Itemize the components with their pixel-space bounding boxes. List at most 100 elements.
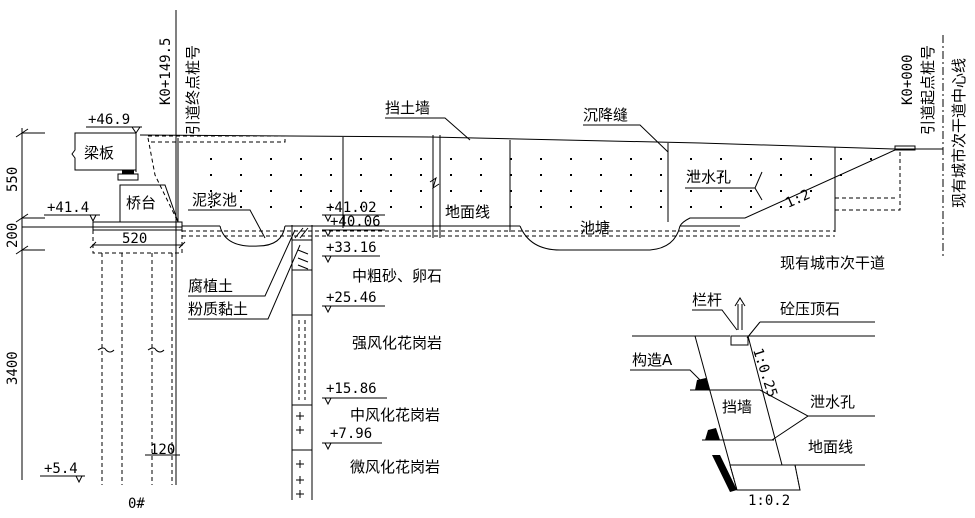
fill-dot xyxy=(630,174,632,176)
elevation-marker-icon xyxy=(131,126,141,134)
fill-dot xyxy=(540,174,542,176)
fill-dot xyxy=(240,206,242,208)
road-surface xyxy=(139,134,943,150)
fill-dot xyxy=(420,190,422,192)
fill-dot xyxy=(660,158,662,160)
fill-dot xyxy=(270,174,272,176)
fill-dot xyxy=(300,174,302,176)
fill-dot xyxy=(630,158,632,160)
fill-dot xyxy=(330,174,332,176)
detail-ground-line-label: 地面线 xyxy=(808,438,853,456)
end-station-name: 引道终点桩号 xyxy=(184,45,202,135)
end-station: K0+149.5 xyxy=(158,38,174,105)
fill-dot xyxy=(300,158,302,160)
fill-dot xyxy=(660,190,662,192)
elev-41-02: +41.02 xyxy=(326,200,377,216)
dim-550: 550 xyxy=(5,167,21,192)
fill-dot xyxy=(570,206,572,208)
fill-dot xyxy=(450,158,452,160)
fill-dot xyxy=(390,174,392,176)
fill-dot xyxy=(240,158,242,160)
fill-dot xyxy=(240,174,242,176)
fill-dot xyxy=(720,158,722,160)
fill-dot xyxy=(810,190,812,192)
fill-dot xyxy=(210,158,212,160)
fill-dot xyxy=(390,206,392,208)
fill-dot xyxy=(690,174,692,176)
sand-gravel-label: 中粗砂、卵石 xyxy=(352,267,442,285)
coping-label: 砼压顶石 xyxy=(780,300,840,318)
fill-dot xyxy=(360,190,362,192)
settlement-joint-label: 沉降缝 xyxy=(583,106,628,124)
fill-dot xyxy=(390,158,392,160)
fill-dot xyxy=(300,190,302,192)
elev-40-06: +40.06 xyxy=(330,214,381,230)
abutment-label: 桥台 xyxy=(126,194,156,212)
fill-dot xyxy=(540,206,542,208)
fill-dot xyxy=(630,206,632,208)
pond-label: 池塘 xyxy=(580,219,610,237)
fill-dot xyxy=(540,190,542,192)
slope-line xyxy=(679,149,896,227)
fill-dot xyxy=(360,174,362,176)
fill-dot xyxy=(420,158,422,160)
fill-dot xyxy=(810,174,812,176)
fill-dot xyxy=(270,206,272,208)
fill-dot xyxy=(600,158,602,160)
fill-dot xyxy=(870,158,872,160)
dim-120: 120 xyxy=(150,442,175,458)
pier-label: 0# xyxy=(128,496,145,512)
fill-dot xyxy=(690,158,692,160)
existing-road-label: 现有城市次干道 xyxy=(780,254,885,272)
elev-7-96: +7.96 xyxy=(330,426,372,442)
fill-dot xyxy=(600,174,602,176)
road-centerline-label: 现有城市次干道中心线 xyxy=(950,58,968,208)
fill-dot xyxy=(240,190,242,192)
fill-dot xyxy=(510,174,512,176)
ground-line-label: 地面线 xyxy=(445,203,490,221)
retaining-wall-label: 挡土墙 xyxy=(385,99,430,117)
start-station-name: 引道起点桩号 xyxy=(919,45,937,135)
detail-drain-hole-label: 泄水孔 xyxy=(810,393,855,411)
fill-dot xyxy=(720,190,722,192)
dim-520: 520 xyxy=(122,231,147,247)
fill-dot xyxy=(360,158,362,160)
fill-dot xyxy=(420,206,422,208)
fill-dot xyxy=(750,174,752,176)
mud-pit xyxy=(219,225,286,247)
mud-pit-label: 泥浆池 xyxy=(192,191,237,209)
fill-dot xyxy=(570,174,572,176)
retaining-wall-detail xyxy=(632,297,875,492)
fill-dot xyxy=(510,206,512,208)
fill-dot xyxy=(210,174,212,176)
railing-label: 栏杆 xyxy=(692,291,722,309)
slope-ratio: 1:2 xyxy=(783,187,813,212)
fill-dot xyxy=(480,206,482,208)
fill-dot xyxy=(840,158,842,160)
elev-15-86: +15.86 xyxy=(326,381,377,397)
dim-200: 200 xyxy=(5,223,21,248)
fill-dot xyxy=(780,206,782,208)
base-slope-ratio: 1:0.2 xyxy=(748,493,790,509)
fill-dot xyxy=(570,190,572,192)
fill-dot xyxy=(570,158,572,160)
fill-dot xyxy=(780,190,782,192)
fill-dot xyxy=(270,158,272,160)
fill-dot xyxy=(270,190,272,192)
dim-3400: 3400 xyxy=(5,351,21,385)
fill-dot xyxy=(300,206,302,208)
elev-cap: +41.4 xyxy=(47,200,89,216)
vertical-dimension-chain: 550 200 3400 xyxy=(5,128,45,480)
structure-a-label: 构造A xyxy=(632,351,673,369)
fill-dot xyxy=(720,206,722,208)
fill-dot xyxy=(330,206,332,208)
medium-granite-label: 中风化花岗岩 xyxy=(350,406,440,424)
pond xyxy=(519,225,681,251)
retaining-wall-joints xyxy=(177,137,836,232)
elev-pile-tip: +5.4 xyxy=(44,461,78,477)
elev-33-16: +33.16 xyxy=(326,240,377,256)
wall-label: 挡墙 xyxy=(722,398,752,416)
start-station: K0+000 xyxy=(900,54,916,105)
fill-dot xyxy=(660,206,662,208)
